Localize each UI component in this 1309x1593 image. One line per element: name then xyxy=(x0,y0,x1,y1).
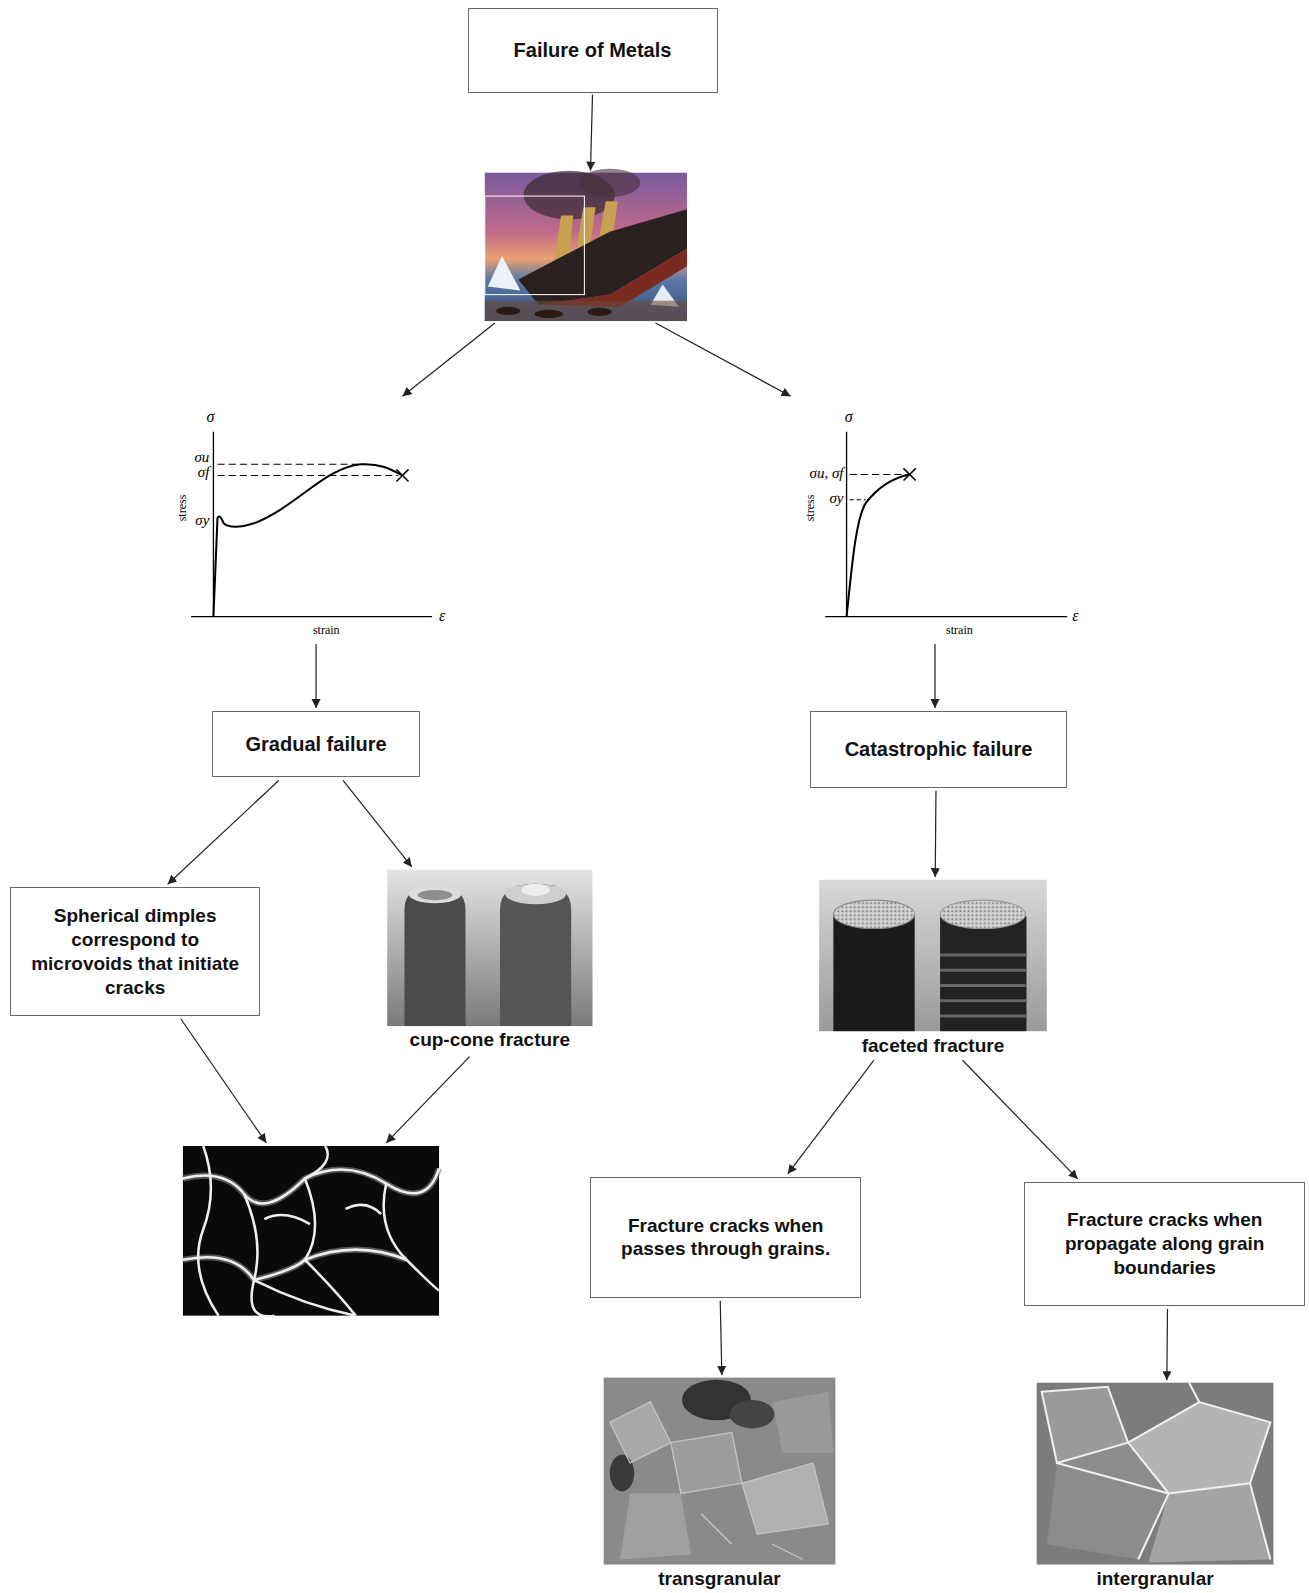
ductile-stress-strain-graph xyxy=(191,432,432,617)
photo-caption-node: transgranular xyxy=(604,1378,836,1591)
flow-arrow xyxy=(935,791,937,877)
transgranular-micrograph xyxy=(604,1378,836,1565)
axis-label: strain xyxy=(313,624,340,636)
title-box: Failure of Metals xyxy=(468,8,718,93)
cup-cone-photo xyxy=(387,870,592,1026)
note-box: Spherical dimples correspond to microvoi… xyxy=(10,887,260,1016)
faceted-fracture-photo xyxy=(819,880,1047,1031)
box-text: Fracture cracks when passes through grai… xyxy=(601,1214,849,1262)
axis-label: σ xyxy=(845,409,853,425)
brittle-stress-strain-graph xyxy=(825,432,1067,617)
box-text: Catastrophic failure xyxy=(845,737,1033,762)
box-text: Spherical dimples correspond to microvoi… xyxy=(21,904,249,999)
axis-label: σy xyxy=(829,491,843,506)
flow-arrow xyxy=(1166,1309,1168,1380)
photo-caption: cup-cone fracture xyxy=(387,1028,592,1052)
process-box: Catastrophic failure xyxy=(810,711,1067,787)
axis-label: σy xyxy=(195,513,209,528)
flow-arrow xyxy=(343,780,412,867)
axis-label: stress xyxy=(804,495,816,522)
axis-label: σu xyxy=(194,450,209,465)
titanic-painting xyxy=(485,169,687,321)
axis-label: ε xyxy=(1072,608,1078,624)
photo-caption: transgranular xyxy=(604,1567,836,1591)
photo-caption: faceted fracture xyxy=(819,1034,1047,1058)
axis-label: ε xyxy=(439,608,445,624)
photo-caption-node: faceted fracture xyxy=(819,880,1047,1057)
dimple-micrograph xyxy=(183,1146,439,1316)
axis-label: σf xyxy=(198,465,210,480)
box-text: Gradual failure xyxy=(245,732,386,757)
intergranular-micrograph xyxy=(1037,1383,1274,1565)
box-text: Fracture cracks when propagate along gra… xyxy=(1035,1208,1294,1279)
flow-arrow xyxy=(963,1060,1078,1179)
note-box: Fracture cracks when passes through grai… xyxy=(590,1177,860,1298)
flow-arrow xyxy=(788,1060,874,1174)
axis-label: stress xyxy=(176,495,188,522)
photo-caption: intergranular xyxy=(1037,1567,1274,1591)
photo-caption-node: intergranular xyxy=(1037,1383,1274,1591)
note-box: Fracture cracks when propagate along gra… xyxy=(1024,1182,1305,1306)
axis-label: strain xyxy=(946,624,973,636)
box-text: Failure of Metals xyxy=(514,38,672,63)
photo-caption-node: cup-cone fracture xyxy=(387,870,592,1052)
axis-label: σu, σf xyxy=(810,466,844,481)
flow-arrow xyxy=(168,780,279,884)
flow-arrow xyxy=(720,1301,722,1375)
process-box: Gradual failure xyxy=(212,711,419,777)
axis-label: σ xyxy=(206,409,214,425)
